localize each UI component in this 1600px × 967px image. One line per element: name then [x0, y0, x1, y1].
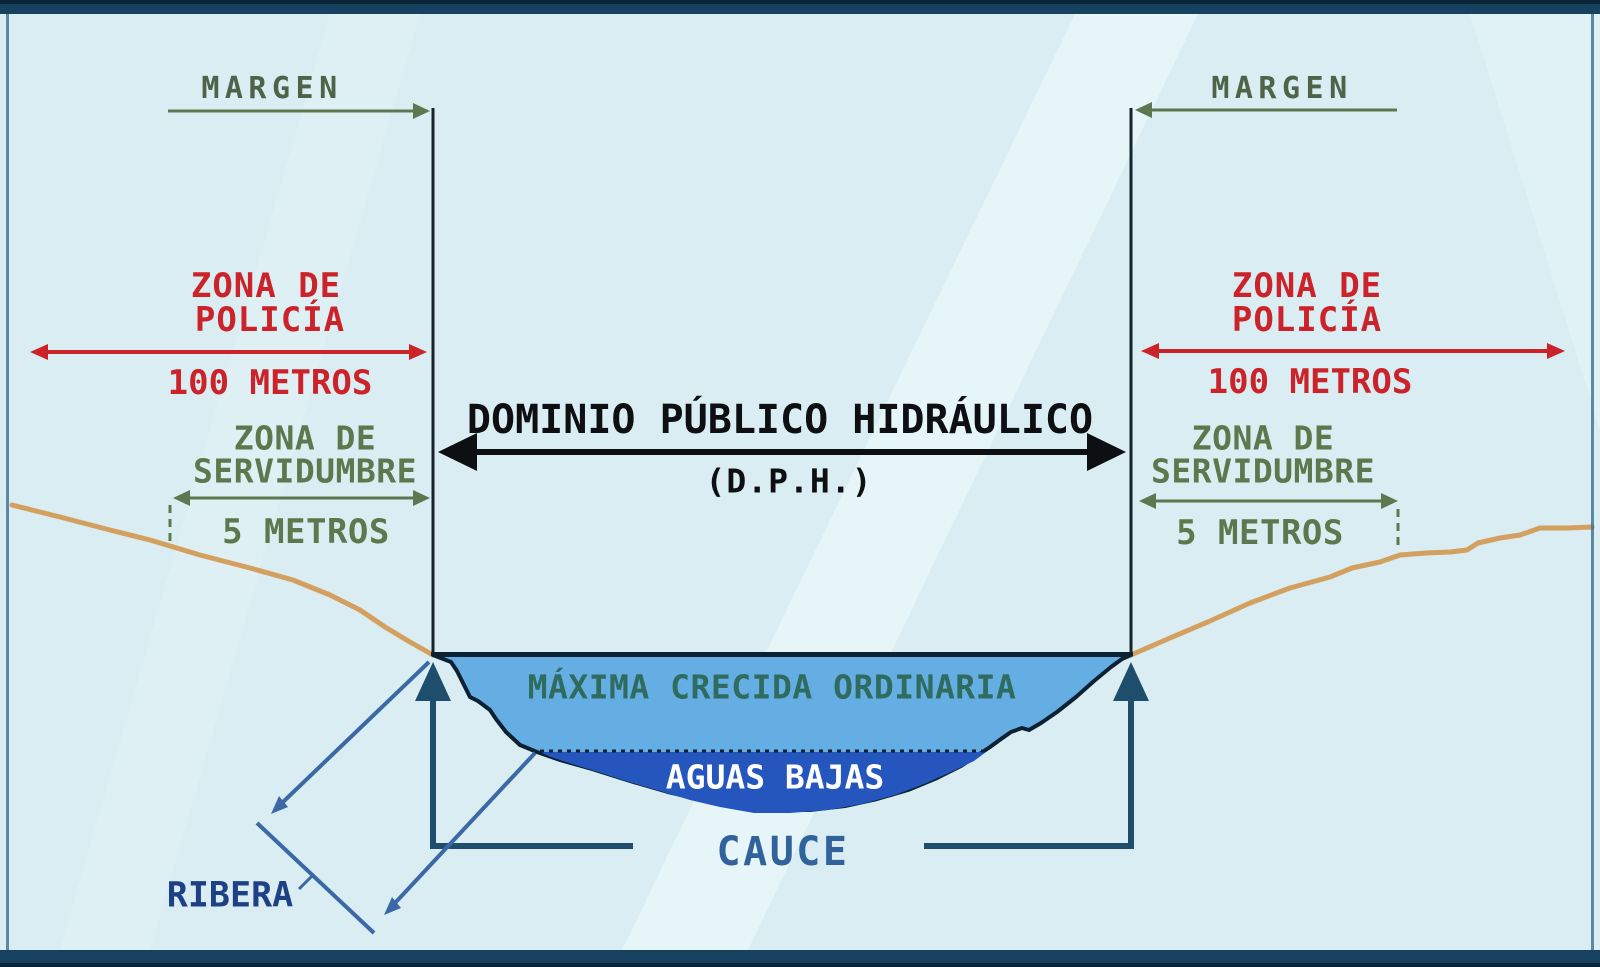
cauce-bracket-right	[924, 662, 1149, 849]
margen-arrow-left	[168, 103, 430, 119]
background-light-corner	[1470, 14, 1600, 430]
zona-policia-right-line2: POLICÍA	[1231, 300, 1383, 340]
max-flood-label: MÁXIMA CRECIDA ORDINARIA	[527, 667, 1017, 707]
zona-servidumbre-left-line2: SERVIDUMBRE	[192, 451, 418, 491]
servidumbre-distance-left: 5 METROS	[222, 512, 390, 552]
low-water-label: AGUAS BAJAS	[665, 757, 885, 797]
low-water-area	[540, 752, 986, 813]
policia-arrow-left	[30, 344, 427, 360]
dph-title: DOMINIO PÚBLICO HIDRÁULICO	[466, 397, 1094, 443]
bank-up-arrow-right	[1113, 662, 1149, 701]
frame-top-edge	[0, 0, 1600, 4]
margen-arrow-right	[1135, 102, 1397, 118]
policia-distance-right: 100 METROS	[1207, 362, 1413, 402]
zona-servidumbre-right-line2: SERVIDUMBRE	[1150, 451, 1376, 491]
zona-policia-left-line2: POLICÍA	[194, 300, 346, 340]
frame-right	[1591, 14, 1594, 950]
zona-policia-right-line1: ZONA DE	[1231, 266, 1383, 306]
channel-label: CAUCE	[716, 829, 850, 875]
dph-abbrev: (D.P.H.)	[705, 461, 873, 501]
bank-up-arrow-left	[415, 662, 451, 701]
frame-bottom	[0, 950, 1600, 967]
terrain-right	[1128, 524, 1595, 658]
frame-bottom-edge	[0, 963, 1600, 967]
servidumbre-arrow-right	[1139, 493, 1398, 509]
zona-servidumbre-left-line1: ZONA DE	[233, 418, 377, 458]
zona-servidumbre-right-line1: ZONA DE	[1191, 418, 1335, 458]
cauce-bracket-left	[415, 662, 633, 849]
terrain-left	[9, 502, 436, 658]
servidumbre-arrow-left	[173, 490, 430, 506]
policia-distance-left: 100 METROS	[167, 363, 373, 403]
policia-arrow-right	[1141, 343, 1565, 359]
background-light-band-left	[60, 14, 420, 950]
dph-arrow	[438, 433, 1126, 471]
margen-label-right: MARGEN	[1211, 71, 1353, 106]
frame-left	[6, 14, 9, 950]
bank-label: RIBERA	[166, 875, 294, 916]
ribera-arrows	[255, 660, 537, 935]
servidumbre-distance-right: 5 METROS	[1176, 513, 1344, 553]
margen-label-left: MARGEN	[201, 71, 343, 106]
zona-policia-left-line1: ZONA DE	[190, 266, 342, 306]
